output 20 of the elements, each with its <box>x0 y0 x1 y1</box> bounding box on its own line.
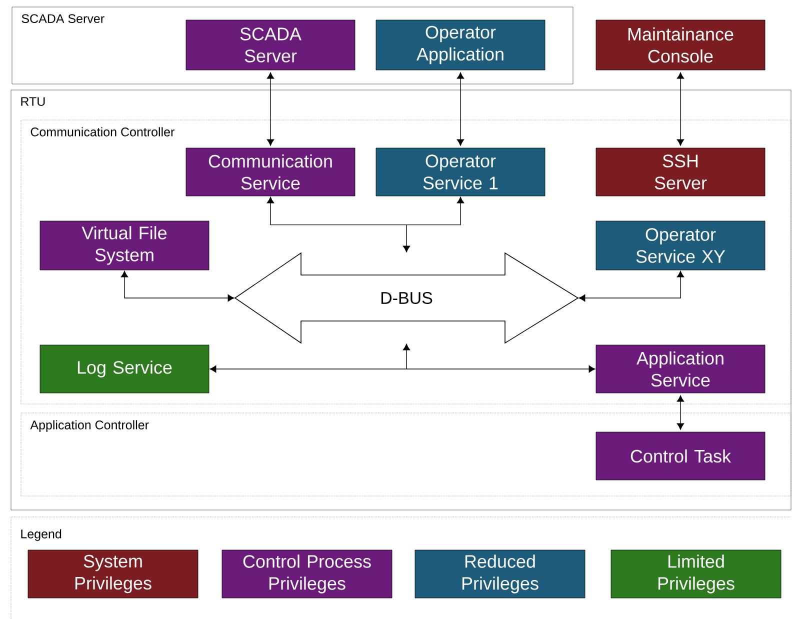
component-box: SCADA Server <box>186 20 356 70</box>
component-box: Operator Service 1 <box>376 148 546 196</box>
arrow <box>578 270 684 302</box>
component-box: Communication Service <box>186 148 356 196</box>
arrow <box>266 196 464 252</box>
component-box: Application Service <box>596 344 766 394</box>
arrow <box>676 395 684 430</box>
component-box: Maintainance Console <box>596 20 766 70</box>
component-box: Control Task <box>596 432 766 480</box>
component-box: Virtual File System <box>40 220 210 270</box>
legend-heading: Legend <box>21 529 62 541</box>
arrow <box>266 72 274 146</box>
arrow <box>210 344 596 373</box>
arrow <box>456 72 464 146</box>
arrow <box>676 72 684 146</box>
component-box: Operator Application <box>376 20 546 70</box>
component-box: Log Service <box>40 344 210 394</box>
component-box: Operator Service XY <box>596 220 766 270</box>
arrow <box>120 270 234 302</box>
component-box: SSH Server <box>596 148 766 196</box>
